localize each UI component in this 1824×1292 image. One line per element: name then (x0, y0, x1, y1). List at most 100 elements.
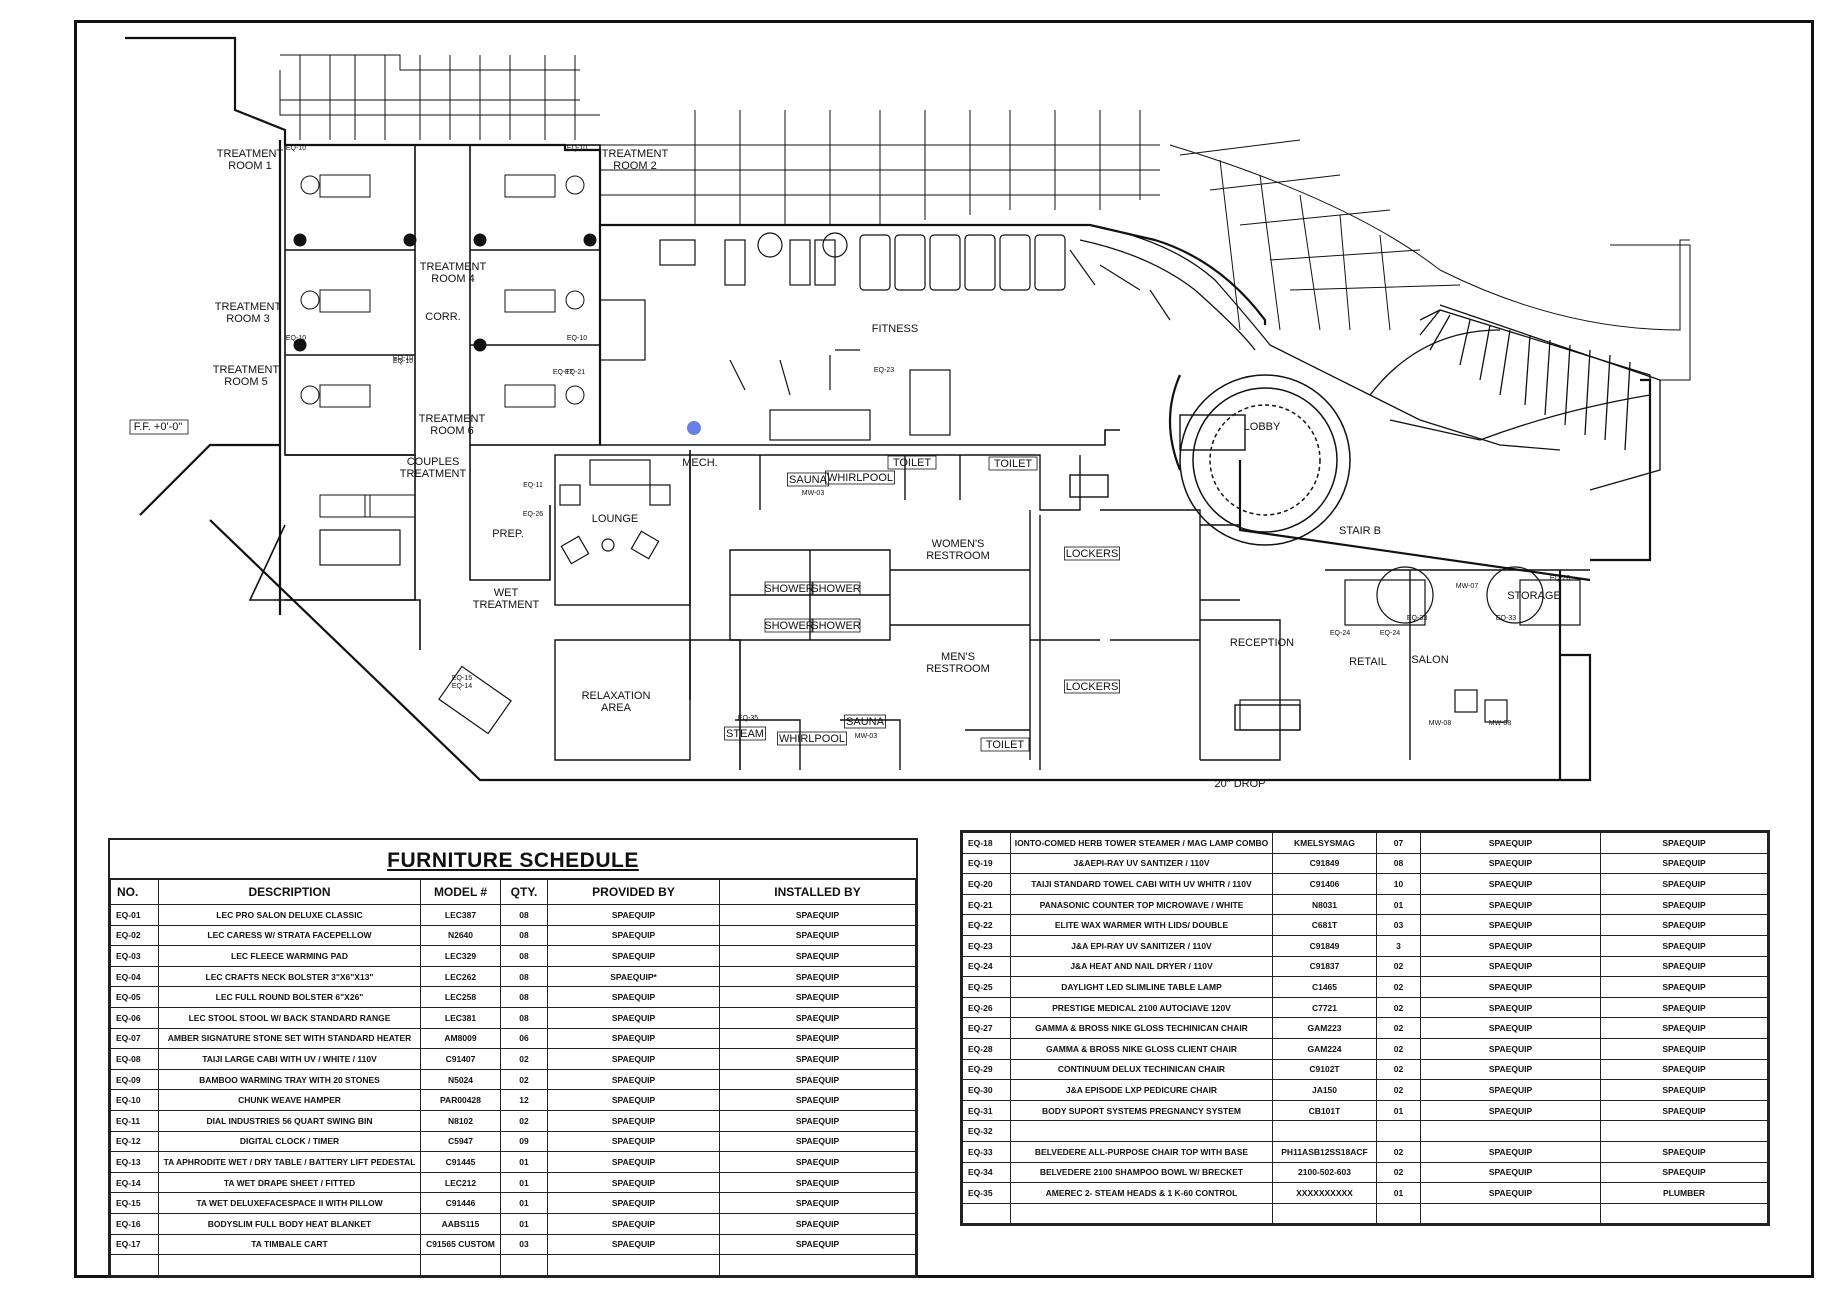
schedule-cell-installed: SPAEQUIP (719, 1192, 916, 1214)
room-label-box (787, 472, 829, 487)
schedule-cell-model: C91445 (420, 1151, 501, 1173)
equipment-tag: EQ-10 (393, 355, 413, 362)
schedule-cell-installed: SPAEQUIP (719, 1233, 916, 1256)
schedule-cell-no: EQ-25 (962, 976, 1011, 998)
schedule-cell-model: N8031 (1272, 893, 1377, 916)
room-label-box (764, 618, 814, 633)
schedule-cell-empty (1600, 1202, 1768, 1225)
schedule-cell-description (1010, 1120, 1273, 1142)
schedule-cell-model: LEC329 (420, 945, 501, 967)
room-label-treatment-room-2: ROOM 2 (613, 160, 656, 172)
schedule-cell-installed: SPAEQUIP (1600, 996, 1768, 1019)
schedule-cell-installed: SPAEQUIP (1600, 1017, 1768, 1039)
equipment-tag: MW-03 (802, 490, 825, 497)
schedule-cell-description: BAMBOO WARMING TRAY WITH 20 STONES (158, 1068, 421, 1091)
schedule-cell-no: EQ-11 (110, 1109, 159, 1132)
schedule-cell-empty (719, 1254, 916, 1276)
schedule-cell-provided: SPAEQUIP (1420, 832, 1601, 854)
schedule-cell-model: C9102T (1272, 1058, 1377, 1081)
schedule-cell-description: TA WET DRAPE SHEET / FITTED (158, 1171, 421, 1194)
room-label-box (724, 726, 766, 741)
schedule-cell-description: LEC STOOL STOOL W/ BACK STANDARD RANGE (158, 1006, 421, 1029)
schedule-cell-description: IONTO-COMED HERB TOWER STEAMER / MAG LAM… (1010, 832, 1273, 854)
schedule-cell-no: EQ-35 (962, 1182, 1011, 1204)
schedule-cell-no: EQ-21 (962, 893, 1011, 916)
room-label-treatment-room-6: ROOM 6 (430, 425, 473, 437)
schedule-cell-description: J&AEPI-RAY UV SANTIZER / 110V (1010, 852, 1273, 875)
schedule-cell-provided: SPAEQUIP (1420, 852, 1601, 875)
schedule-cell-provided: SPAEQUIP (1420, 1161, 1601, 1184)
schedule-cell-description: TA WET DELUXEFACESPACE II WITH PILLOW (158, 1192, 421, 1214)
equipment-tag: EQ-23 (874, 367, 894, 374)
room-label-mens-restroom: RESTROOM (926, 663, 990, 675)
schedule-cell-provided: SPAEQUIP (547, 1233, 720, 1256)
schedule-cell-description: TAIJI STANDARD TOWEL CABI WITH UV WHITR … (1010, 873, 1273, 895)
fitness-equipment (599, 232, 1171, 441)
room-label-box (811, 581, 861, 596)
schedule-cell-no: EQ-34 (962, 1161, 1011, 1184)
schedule-cell-model: C91406 (1272, 873, 1377, 895)
room-label-treatment-room-6: TREATMENT (419, 413, 486, 425)
schedule-cell-installed: SPAEQUIP (719, 1027, 916, 1050)
schedule-cell-model: C7721 (1272, 996, 1377, 1019)
schedule-cell-no: EQ-02 (110, 924, 159, 947)
schedule-cell-qty: 01 (500, 1212, 548, 1235)
equipment-tag: EQ-24 (1380, 630, 1400, 637)
room-label-sauna-1: SAUNA (789, 474, 828, 486)
schedule-cell-model: C91849 (1272, 852, 1377, 875)
schedule-cell-installed: SPAEQUIP (719, 1151, 916, 1173)
room-label-box (811, 618, 861, 633)
equipment-tag: EQ-15 (452, 675, 472, 682)
room-label-box (1064, 546, 1120, 561)
room-label-relaxation-area: RELAXATION (582, 690, 651, 702)
room-label-mech: MECH. (682, 457, 717, 469)
schedule-cell-no: EQ-30 (962, 1079, 1011, 1101)
col-qty: QTY. (500, 879, 548, 905)
schedule-cell-description: LEC CRAFTS NECK BOLSTER 3"X6"X13" (158, 965, 421, 988)
schedule-cell-description: TA APHRODITE WET / DRY TABLE / BATTERY L… (158, 1151, 421, 1173)
room-label-treatment-room-1: ROOM 1 (228, 160, 271, 172)
schedule-cell-description: TAIJI LARGE CABI WITH UV / WHITE / 110V (158, 1048, 421, 1070)
room-label-treatment-room-3: TREATMENT (215, 301, 282, 313)
schedule-cell-description: LEC CARESS W/ STRATA FACEPELLOW (158, 924, 421, 947)
fitness-curve (1079, 224, 1661, 491)
room-label-reception: RECEPTION (1230, 637, 1294, 649)
schedule-cell-no: EQ-12 (110, 1130, 159, 1153)
schedule-cell-no: EQ-31 (962, 1099, 1011, 1122)
equipment-tag: EQ-10 (567, 145, 587, 152)
schedule-cell-qty: 08 (500, 986, 548, 1008)
furniture-schedule-left: FURNITURE SCHEDULE NO. DESCRIPTION MODEL… (108, 838, 918, 1278)
schedule-cell-installed: SPAEQUIP (719, 1089, 916, 1111)
schedule-cell-model: C91446 (420, 1192, 501, 1214)
room-label-salon: SALON (1411, 654, 1448, 666)
schedule-cell-qty: 3 (1376, 934, 1421, 957)
schedule-row: EQ-32 (962, 1120, 1768, 1142)
schedule-cell-no: EQ-13 (110, 1151, 159, 1173)
schedule-cell-description: LEC FLEECE WARMING PAD (158, 945, 421, 967)
room-label-treatment-room-5: TREATMENT (213, 364, 280, 376)
room-label-box (980, 737, 1030, 752)
schedule-cell-installed: SPAEQUIP (719, 1006, 916, 1029)
schedule-cell-no: EQ-33 (962, 1140, 1011, 1163)
schedule-cell-description: CHUNK WEAVE HAMPER (158, 1089, 421, 1111)
room-label-whirlpool-2: WHIRLPOOL (779, 733, 845, 745)
lobby (1179, 374, 1351, 546)
schedule-cell-provided: SPAEQUIP (1420, 1099, 1601, 1122)
schedule-cell-provided: SPAEQUIP (547, 904, 720, 926)
drop-note: 20" DROP (1215, 778, 1266, 790)
room-label-corr: CORR. (425, 311, 460, 323)
schedule-cell-installed: SPAEQUIP (719, 1130, 916, 1153)
schedule-cell-description: AMEREC 2- STEAM HEADS & 1 K-60 CONTROL (1010, 1182, 1273, 1204)
furniture (319, 459, 1581, 735)
room-label-toilet-3: TOILET (986, 739, 1025, 751)
schedule-cell-description: BODY SUPORT SYSTEMS PREGNANCY SYSTEM (1010, 1099, 1273, 1122)
schedule-cell-provided (1420, 1120, 1601, 1142)
